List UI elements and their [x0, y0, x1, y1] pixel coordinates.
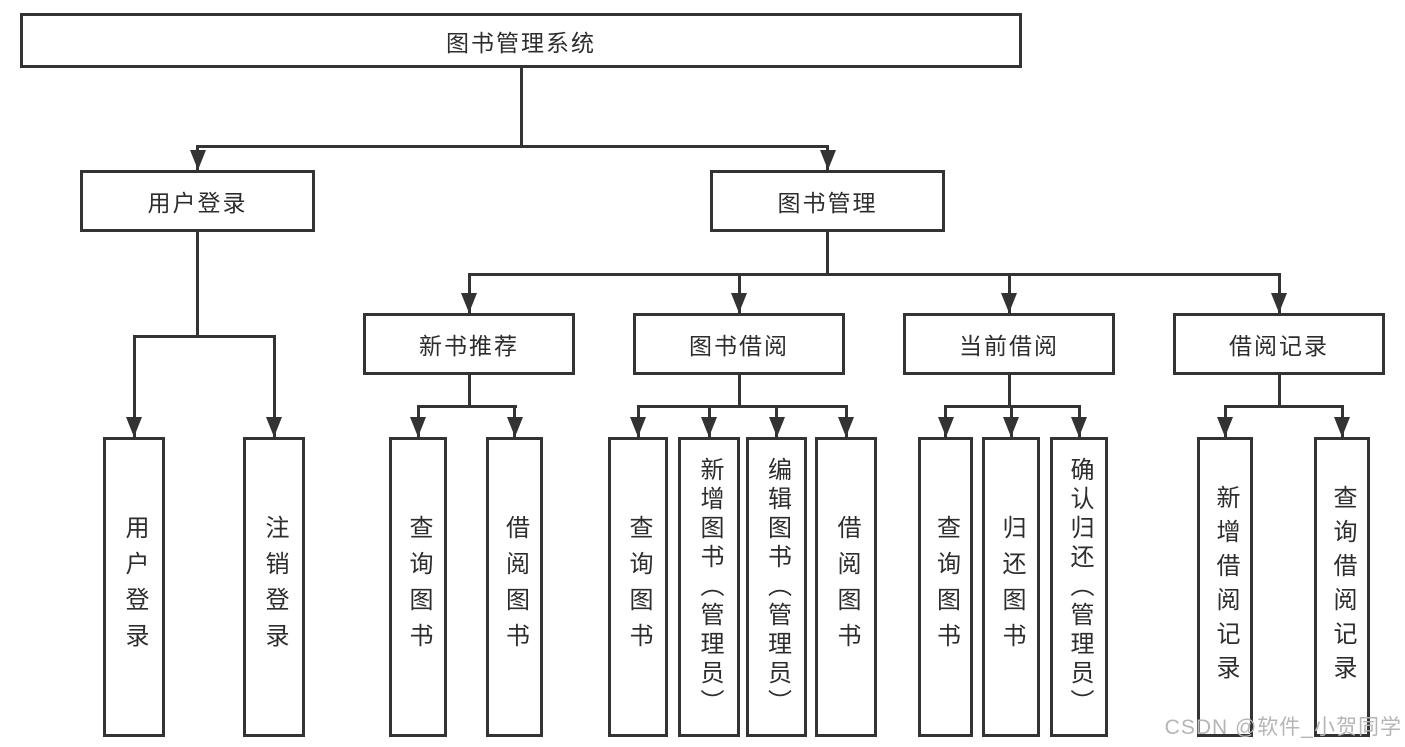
connector-records-stem: [1277, 375, 1281, 408]
node-label: 新增图书（管理员）: [696, 456, 723, 718]
node-label: 查询图书: [625, 515, 652, 659]
arrowhead-icon: [410, 417, 426, 437]
node-query-books-current: 查询图书: [918, 437, 973, 737]
node-new-book-recommend: 新书推荐: [363, 313, 575, 375]
arrowhead-icon: [937, 417, 954, 437]
node-confirm-return-admin: 确认归还（管理员）: [1050, 437, 1108, 737]
node-label: 查询图书: [405, 515, 432, 659]
node-user-login: 用户登录: [80, 170, 315, 232]
arrowhead-icon: [630, 417, 646, 437]
node-label: 借阅图书: [833, 515, 860, 659]
arrowhead-icon: [1217, 417, 1233, 437]
node-query-books-borrow: 查询图书: [608, 437, 668, 737]
arrowhead-icon: [461, 293, 477, 313]
node-edit-book-admin: 编辑图书（管理员）: [746, 437, 807, 737]
connector-root-stem: [519, 68, 523, 148]
arrowhead-icon: [838, 417, 854, 437]
node-label: 当前借阅: [959, 333, 1059, 359]
node-borrow-records: 借阅记录: [1173, 313, 1385, 375]
node-query-books-recommend: 查询图书: [389, 437, 447, 737]
node-add-borrow-record: 新增借阅记录: [1197, 437, 1253, 737]
node-borrow-books-leaf: 借阅图书: [815, 437, 877, 737]
node-label: 确认归还（管理员）: [1066, 456, 1093, 718]
arrowhead-icon: [1001, 293, 1017, 313]
connector-mgmt-stem: [826, 232, 829, 276]
node-label: 用户登录: [121, 515, 148, 659]
node-book-management: 图书管理: [710, 170, 945, 232]
arrowhead-icon: [731, 293, 747, 313]
node-logout: 注销登录: [243, 437, 305, 737]
connector-branch: [132, 335, 136, 437]
watermark: CSDN @软件_小贺同学: [1164, 716, 1402, 739]
node-book-borrow: 图书借阅: [633, 313, 845, 375]
arrowhead-icon: [1071, 417, 1087, 437]
connector-borrow-stem: [737, 375, 741, 408]
node-label: 用户登录: [147, 190, 248, 216]
connector-borrow-bus: [636, 405, 848, 408]
connector-login-bus: [132, 335, 276, 338]
node-label: 借阅图书: [501, 515, 529, 659]
connector-recommend-stem: [467, 375, 471, 408]
arrowhead-icon: [768, 417, 785, 437]
connector-branch: [272, 335, 276, 437]
node-label: 图书管理系统: [446, 29, 596, 56]
node-label: 图书借阅: [689, 333, 789, 359]
connector-current-stem: [1007, 375, 1011, 408]
arrowhead-icon: [189, 150, 206, 170]
node-label: 注销登录: [261, 515, 288, 659]
connector-mgmt-bus: [467, 273, 1281, 276]
arrowhead-icon: [1271, 293, 1287, 313]
node-label: 新增借阅记录: [1212, 485, 1239, 689]
node-label: 归还图书: [998, 515, 1025, 659]
node-return-books: 归还图书: [982, 437, 1040, 737]
node-label: 借阅记录: [1229, 333, 1329, 359]
arrowhead-icon: [1334, 417, 1350, 437]
node-borrow-books-recommend: 借阅图书: [486, 437, 543, 737]
connector-records-bus: [1223, 405, 1344, 408]
arrowhead-icon: [701, 417, 717, 437]
node-label: 新书推荐: [419, 333, 519, 359]
arrowhead-icon: [126, 417, 142, 437]
node-label: 查询图书: [932, 515, 960, 659]
connector-recommend-bus: [416, 405, 517, 408]
node-user-login-leaf: 用户登录: [103, 437, 165, 737]
node-add-book-admin: 新增图书（管理员）: [678, 437, 740, 737]
arrowhead-icon: [266, 417, 282, 437]
node-library-system: 图书管理系统: [20, 13, 1022, 68]
node-label: 编辑图书（管理员）: [763, 456, 791, 718]
connector-root-bus: [196, 145, 829, 148]
node-label: 图书管理: [777, 190, 878, 216]
connector-current-bus: [944, 405, 1081, 408]
arrowhead-icon: [506, 417, 523, 437]
arrowhead-icon: [1003, 417, 1019, 437]
node-query-borrow-record: 查询借阅记录: [1314, 437, 1370, 737]
connector-login-stem: [196, 232, 199, 338]
node-label: 查询借阅记录: [1329, 485, 1356, 689]
arrowhead-icon: [819, 150, 836, 170]
node-current-borrow: 当前借阅: [903, 313, 1115, 375]
